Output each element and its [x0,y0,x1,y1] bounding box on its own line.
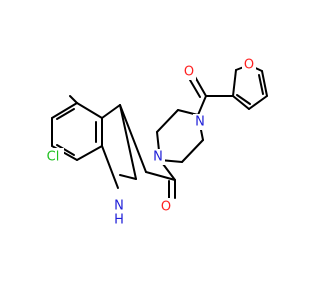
indole-hydrogen-label: H [114,213,124,228]
piperazine-nitrogen-bottom-label: N [153,150,163,165]
bond [261,70,268,97]
bond-inner [56,144,75,156]
bond-inner [56,108,75,120]
bond [248,95,268,110]
bond [101,145,119,189]
bond [232,95,250,110]
chlorine-label: Cl [47,150,60,165]
bond [145,171,176,181]
bond [236,94,251,105]
bond [119,104,147,173]
furoyl-oxygen-label: O [184,65,194,80]
furan-oxygen-label: O [244,58,254,73]
indole-nitrogen-label: N [114,199,124,214]
atom-labels: Cl N H O N N O O [42,57,256,228]
bond [232,69,237,97]
bond [189,79,201,98]
bond [119,174,137,180]
bond [69,95,78,104]
bond [197,95,207,116]
piperazine-nitrogen-top-label: N [195,115,205,130]
bond [119,104,137,180]
bond [101,104,121,119]
amide-oxygen-label: O [161,200,171,215]
bond [51,102,78,119]
molecule-structure: Cl N H O N N O O [42,57,268,228]
bond [181,139,204,163]
bond [76,145,103,161]
bond [258,74,264,95]
bond [156,109,179,133]
bond [76,102,103,119]
bonds [51,64,268,199]
